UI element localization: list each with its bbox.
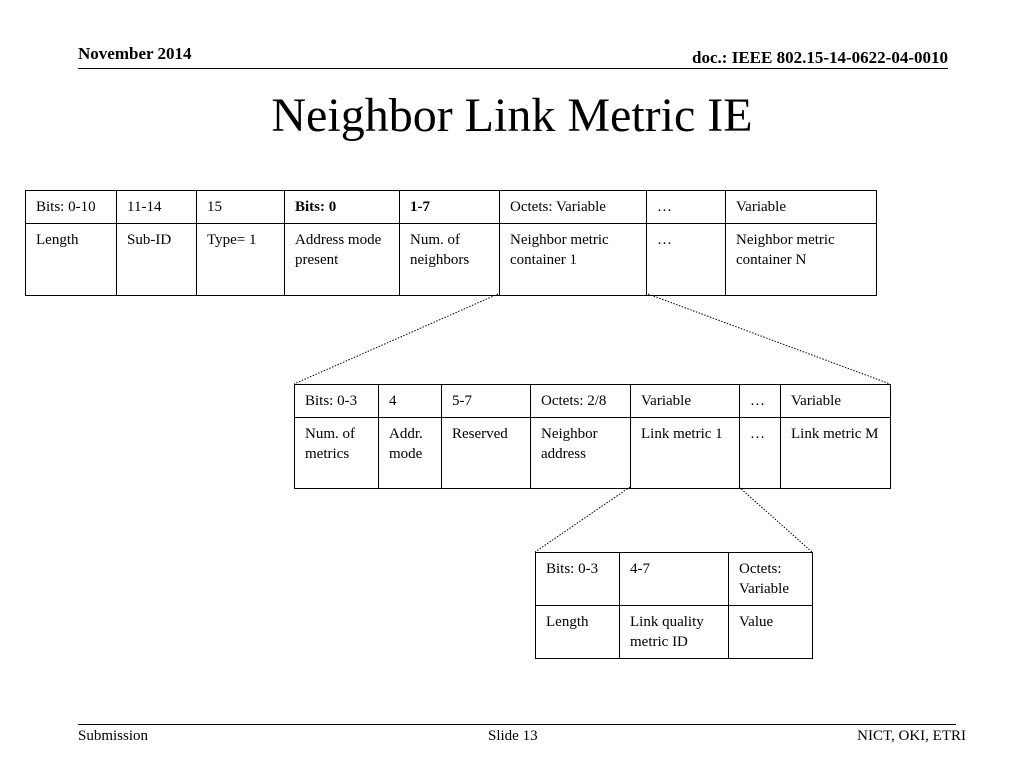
ie-field-name: Length [25, 223, 117, 296]
container-field-bits: 4 [378, 384, 442, 418]
container-field-bits: Octets: 2/8 [530, 384, 631, 418]
footer-submission: Submission [78, 728, 149, 744]
link-metric-field-bits: Octets: Variable [728, 552, 813, 606]
header-doc-id: doc.: IEEE 802.15-14-0622-04-0010 [692, 48, 948, 67]
connector-line-container-left [293, 293, 499, 385]
link-metric-field-bits: 4-7 [619, 552, 729, 606]
container-field-name: Addr. mode [378, 417, 442, 489]
container-field-bits: … [739, 384, 781, 418]
neighbor-metric-container-table: Bits: 0-3 4 5-7 Octets: 2/8 Variable … V… [294, 384, 891, 489]
footer-rule [78, 724, 956, 725]
ie-field-bits: Variable [725, 190, 877, 224]
container-field-name: Reserved [441, 417, 531, 489]
container-field-name: … [739, 417, 781, 489]
ie-format-header-row: Bits: 0-10 11-14 15 Bits: 0 1-7 Octets: … [25, 190, 877, 224]
container-field-name: Link metric 1 [630, 417, 740, 489]
ie-field-name: Type= 1 [196, 223, 285, 296]
link-metric-field-name: Value [728, 605, 813, 659]
link-metric-header-row: Bits: 0-3 4-7 Octets: Variable [535, 552, 813, 606]
ie-field-name: Sub-ID [116, 223, 197, 296]
ie-field-bits: Bits: 0 [284, 190, 400, 224]
container-field-name: Link metric M [780, 417, 891, 489]
container-header-row: Bits: 0-3 4 5-7 Octets: 2/8 Variable … V… [294, 384, 891, 418]
ie-field-name: Neighbor metric container N [725, 223, 877, 296]
slide-title: Neighbor Link Metric IE [271, 89, 753, 142]
ie-field-bits: 11-14 [116, 190, 197, 224]
ie-field-name: Neighbor metric container 1 [499, 223, 647, 296]
container-field-bits: Variable [630, 384, 740, 418]
link-metric-field-name: Length [535, 605, 620, 659]
container-field-name: Num. of metrics [294, 417, 379, 489]
link-metric-table: Bits: 0-3 4-7 Octets: Variable Length Li… [535, 552, 813, 659]
footer-slide-number: Slide 13 [488, 728, 538, 744]
ie-field-bits: 15 [196, 190, 285, 224]
container-field-row: Num. of metrics Addr. mode Reserved Neig… [294, 417, 891, 489]
container-field-name: Neighbor address [530, 417, 631, 489]
container-field-bits: 5-7 [441, 384, 531, 418]
link-metric-field-bits: Bits: 0-3 [535, 552, 620, 606]
ie-format-table: Bits: 0-10 11-14 15 Bits: 0 1-7 Octets: … [25, 190, 877, 296]
footer-authors: NICT, OKI, ETRI [857, 728, 966, 744]
ie-field-name: Address mode present [284, 223, 400, 296]
container-field-bits: Variable [780, 384, 891, 418]
ie-field-bits: Octets: Variable [499, 190, 647, 224]
ie-field-bits: 1-7 [399, 190, 500, 224]
connector-line-container-right [647, 293, 891, 385]
header-rule [78, 68, 948, 69]
ie-field-name: … [646, 223, 726, 296]
ie-format-field-row: Length Sub-ID Type= 1 Address mode prese… [25, 223, 877, 296]
ie-field-name: Num. of neighbors [399, 223, 500, 296]
ie-field-bits: … [646, 190, 726, 224]
connector-line-metric-right [738, 486, 813, 553]
ie-field-bits: Bits: 0-10 [25, 190, 117, 224]
connector-line-metric-left [534, 486, 631, 553]
header-date: November 2014 [78, 44, 192, 63]
link-metric-field-name: Link quality metric ID [619, 605, 729, 659]
container-field-bits: Bits: 0-3 [294, 384, 379, 418]
link-metric-field-row: Length Link quality metric ID Value [535, 605, 813, 659]
